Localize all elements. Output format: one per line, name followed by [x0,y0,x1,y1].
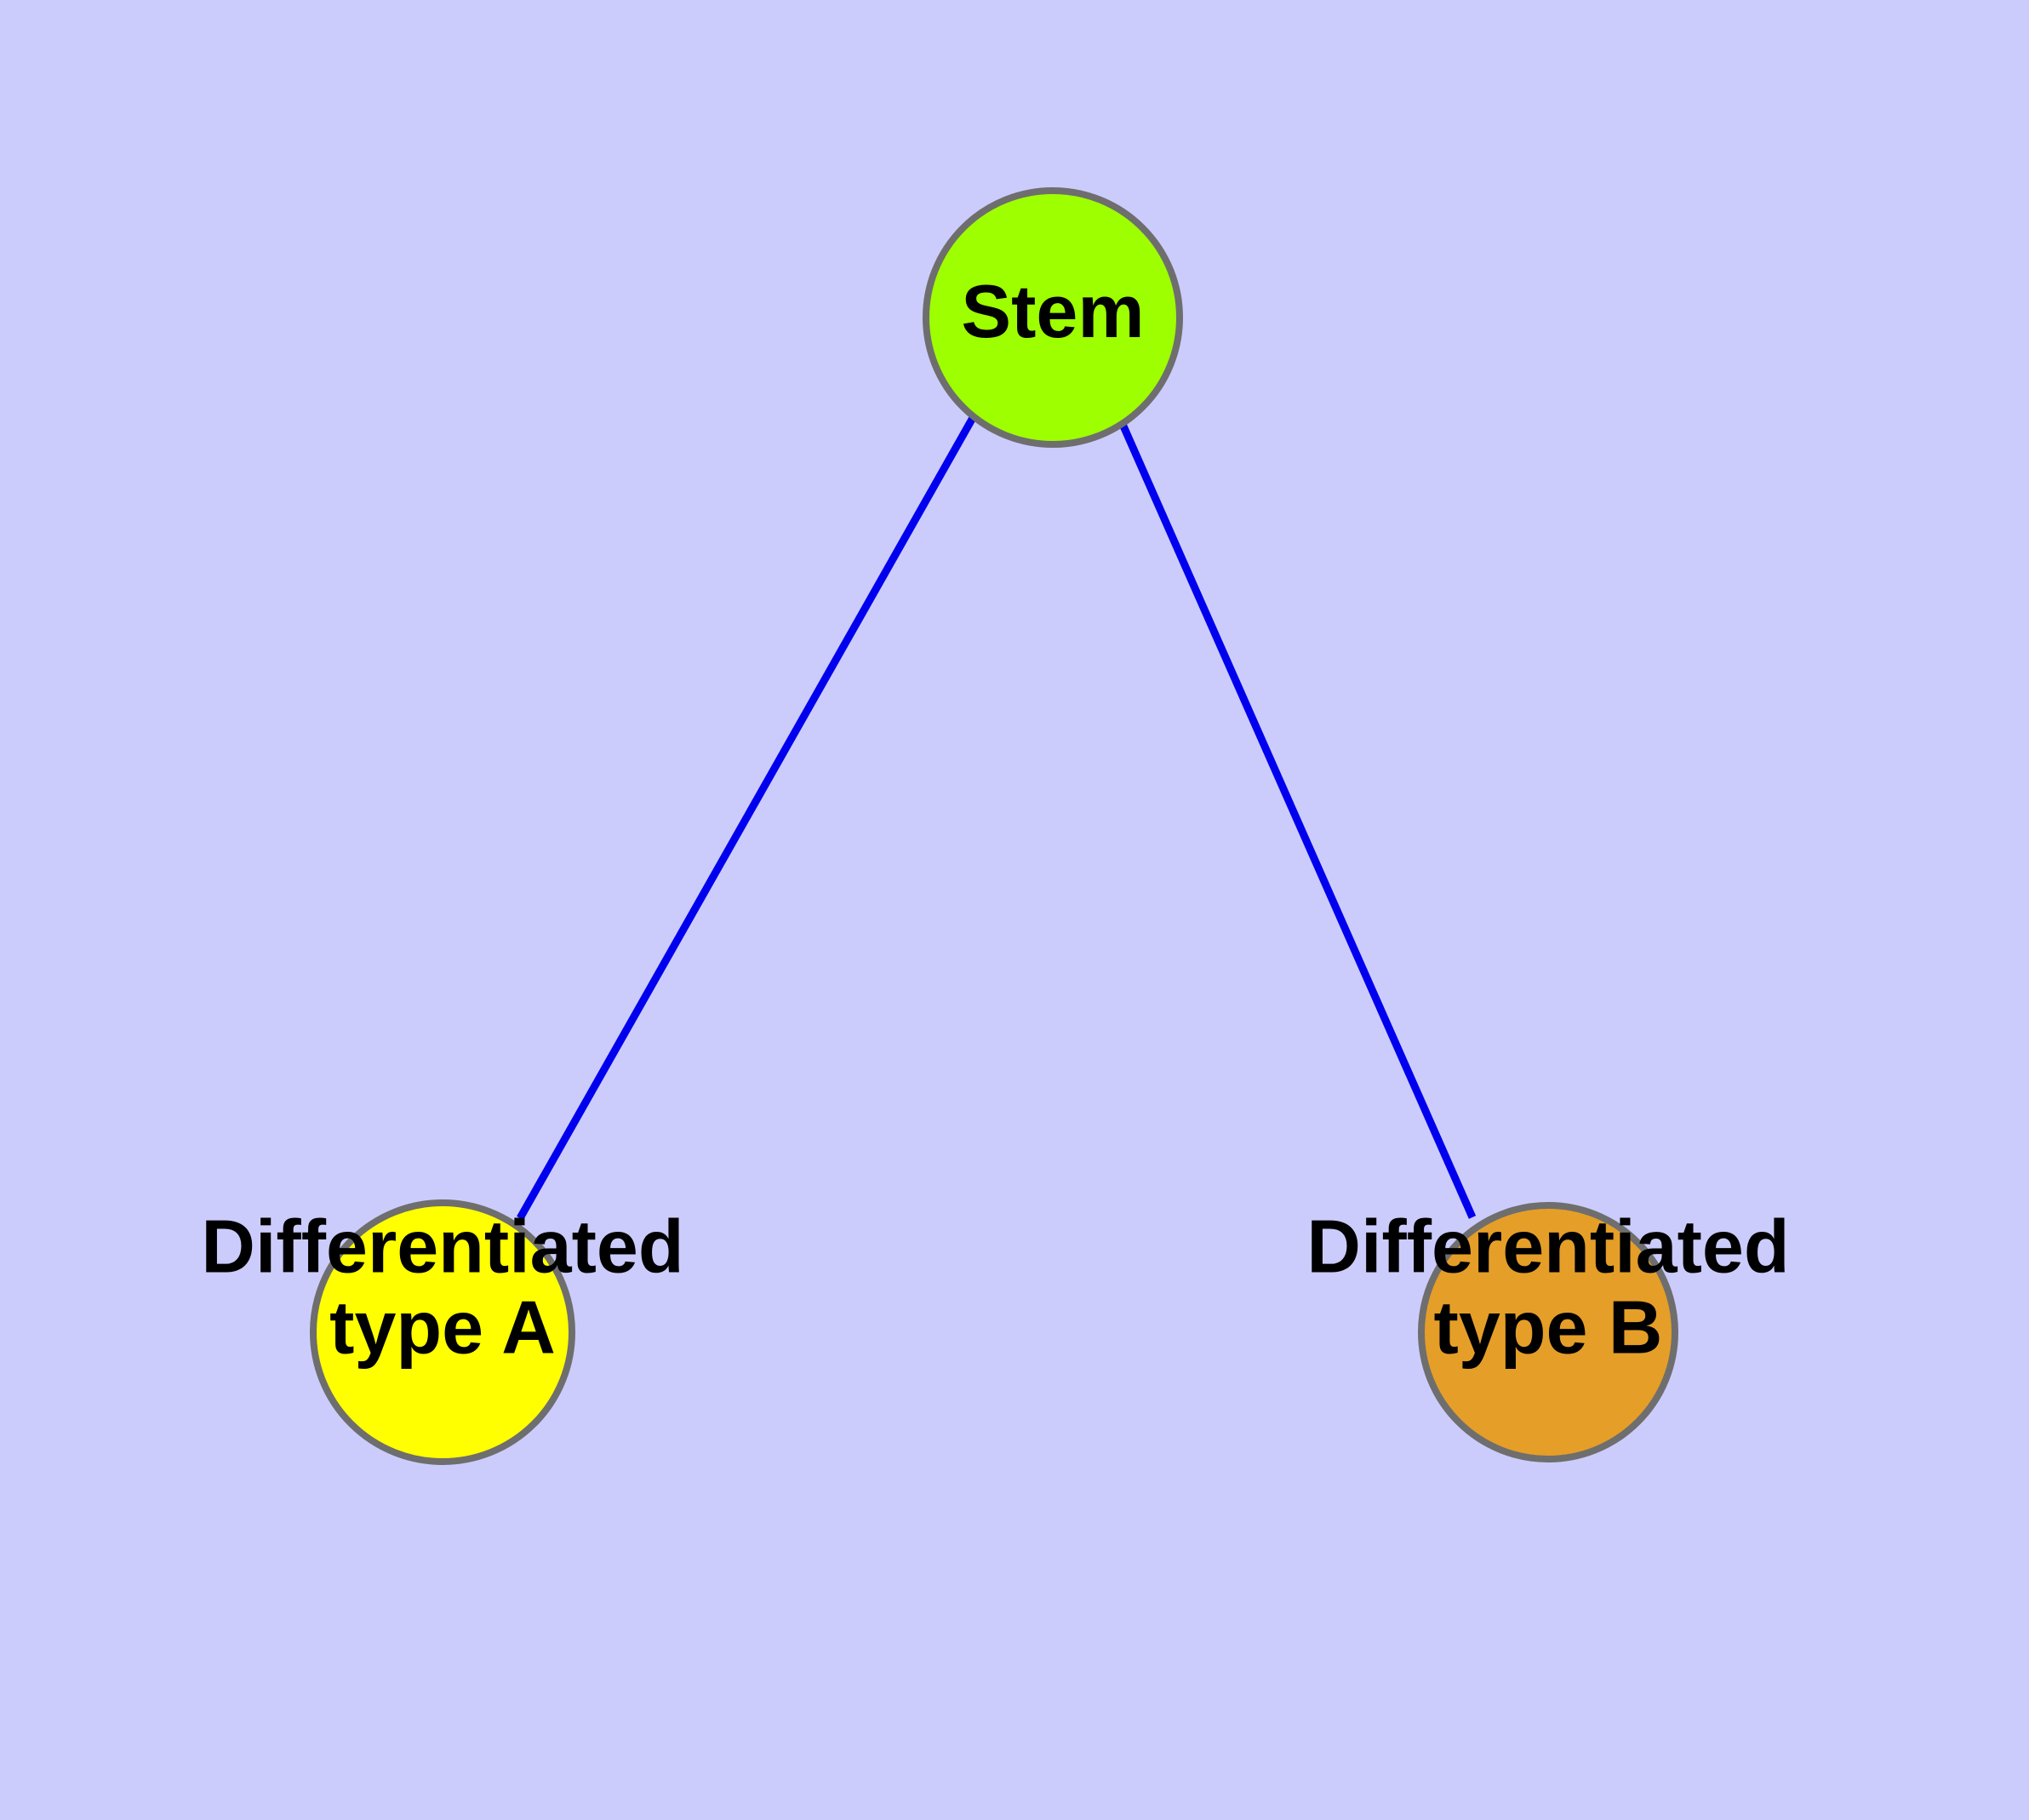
node-label-line: type A [329,1285,556,1370]
edge-stem-to-diff-a [517,414,977,1221]
node-circle-diff_b[interactable] [1418,1202,1678,1462]
node-label-stem: Stem [961,269,1144,353]
node-circle-stem[interactable] [923,187,1183,448]
node-circle-diff_a[interactable] [310,1199,575,1465]
node-stem[interactable]: Stem [923,187,1183,448]
edges-layer [517,414,1477,1221]
node-label-line: Differentiated [201,1205,683,1289]
node-label-line: type B [1434,1285,1663,1370]
node-label-line: Differentiated [1306,1205,1789,1289]
node-label-line: Stem [961,269,1144,353]
edge-stem-to-diff-b [1117,421,1477,1219]
